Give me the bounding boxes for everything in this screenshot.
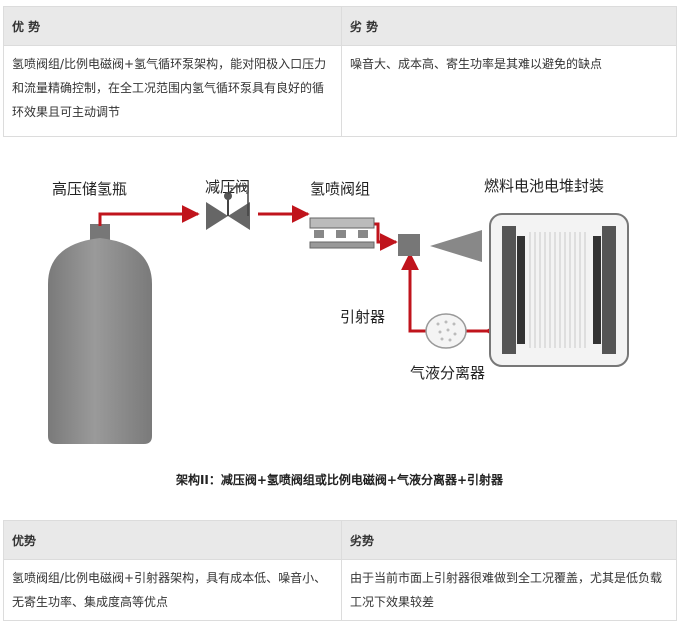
hydrogen-tank-icon — [48, 224, 152, 444]
fuel-cell-stack-icon — [489, 213, 629, 367]
advantages-cell: 氢喷阀组/比例电磁阀+引射器架构，具有成本低、噪音小、无寄生功率、集成度高等优点 — [3, 559, 342, 621]
pressure-reducer-valve-icon — [206, 185, 250, 230]
label-fuel-cell-stack: 燃料电池电堆封装 — [484, 177, 604, 195]
disadvantages-cell: 噪音大、成本高、寄生功率是其难以避免的缺点 — [341, 45, 677, 137]
label-ejector: 引射器 — [340, 308, 385, 326]
label-pressure-reducer: 减压阀 — [205, 178, 250, 196]
advantages-table-2: 优势 劣势 氢喷阀组/比例电磁阀+引射器架构，具有成本低、噪音小、无寄生功率、集… — [3, 520, 677, 621]
advantages-table-1: 优 势 劣 势 氢喷阀组/比例电磁阀+氢气循环泵架构，能对阳极入口压力和流量精确… — [3, 6, 677, 137]
table-header-row: 优 势 劣 势 — [3, 6, 677, 46]
label-hydrogen-tank: 高压储氢瓶 — [52, 180, 127, 198]
header-advantages: 优势 — [3, 520, 342, 560]
advantages-cell: 氢喷阀组/比例电磁阀+氢气循环泵架构，能对阳极入口压力和流量精确控制，在全工况范… — [3, 45, 342, 137]
hydrogen-system-diagram: 高压储氢瓶 减压阀 氢喷阀组 燃料电池电堆封装 引射器 气液分离器 — [48, 177, 629, 444]
label-injector-group: 氢喷阀组 — [310, 180, 370, 198]
gas-liquid-separator-icon — [425, 313, 467, 349]
table-header-row: 优势 劣势 — [3, 520, 677, 560]
flow-arrow-icon — [430, 230, 482, 262]
ejector-icon — [398, 234, 420, 256]
table-row: 氢喷阀组/比例电磁阀+引射器架构，具有成本低、噪音小、无寄生功率、集成度高等优点… — [3, 559, 677, 621]
table-row: 氢喷阀组/比例电磁阀+氢气循环泵架构，能对阳极入口压力和流量精确控制，在全工况范… — [3, 45, 677, 137]
header-advantages: 优 势 — [3, 6, 342, 46]
header-disadvantages: 劣 势 — [341, 6, 677, 46]
disadvantages-cell: 由于当前市面上引射器很难做到全工况覆盖，尤其是低负载工况下效果较差 — [341, 559, 677, 621]
header-disadvantages: 劣势 — [341, 520, 677, 560]
diagram-caption: 架构II：减压阀+氢喷阀组或比例电磁阀+气液分离器+引射器 — [175, 473, 504, 487]
injector-group-icon — [309, 217, 375, 249]
label-separator: 气液分离器 — [410, 364, 485, 382]
